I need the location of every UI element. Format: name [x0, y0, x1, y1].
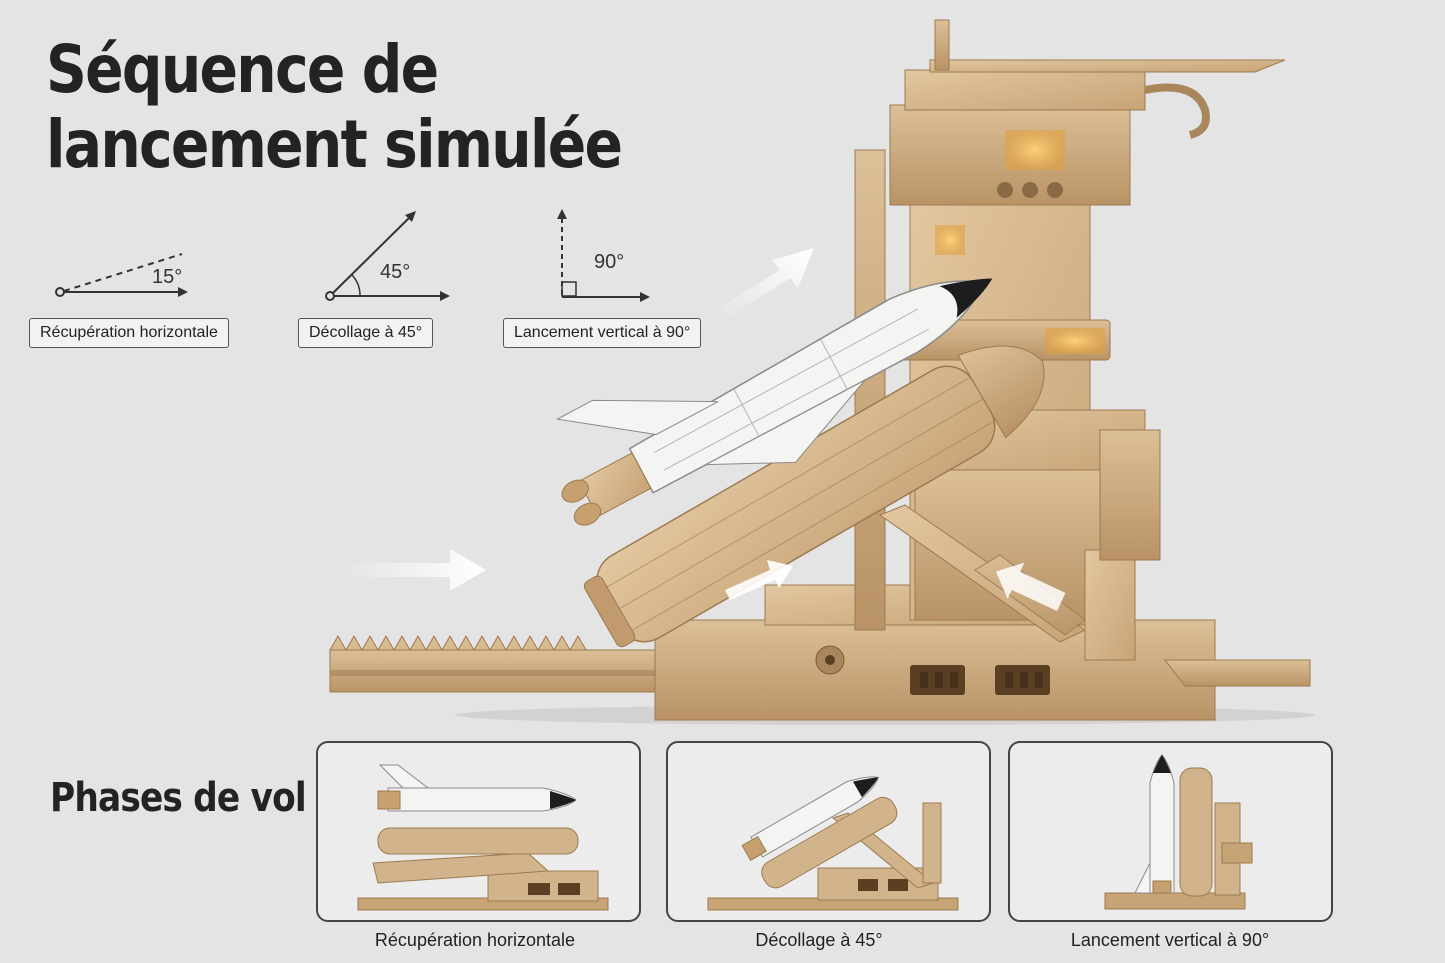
angle-15-icon [55, 253, 188, 297]
angle-90-value: 90° [594, 251, 625, 273]
phase-horizontal-image [357, 764, 609, 911]
phases-title: Phases de vol [50, 775, 307, 821]
angle-label-takeoff: Décollage à 45° [298, 318, 434, 348]
phase-caption-takeoff: Décollage à 45° [755, 930, 883, 950]
angle-45-icon [325, 211, 450, 301]
angle-diagram-45: 45° [320, 205, 460, 310]
angle-label-horizontal: Récupération horizontale [29, 318, 229, 348]
page-title: Séquence de lancement simulée [46, 31, 623, 184]
page-title-line-2: lancement simulée [46, 106, 623, 184]
phase-takeoff-image [707, 776, 959, 911]
phase-vertical-image [1104, 754, 1253, 910]
phase-card-horizontal [316, 741, 641, 922]
launch-pad-model-image [329, 19, 1315, 725]
phase-caption-vertical: Lancement vertical à 90° [1070, 930, 1270, 950]
phase-card-takeoff [666, 741, 991, 922]
angle-45-value: 45° [380, 261, 411, 283]
angle-label-vertical: Lancement vertical à 90° [503, 318, 702, 348]
phase-card-vertical [1008, 741, 1333, 922]
angle-diagram-15: 15° [50, 240, 200, 310]
angle-90-icon [557, 209, 650, 302]
angle-diagram-90: 90° [550, 205, 660, 310]
angle-15-value: 15° [152, 266, 183, 288]
phase-caption-horizontal: Récupération horizontale [374, 930, 576, 950]
page-title-line-1: Séquence de [46, 31, 439, 108]
motion-arrow-icon [716, 248, 814, 318]
motion-arrow-icon [340, 549, 486, 591]
